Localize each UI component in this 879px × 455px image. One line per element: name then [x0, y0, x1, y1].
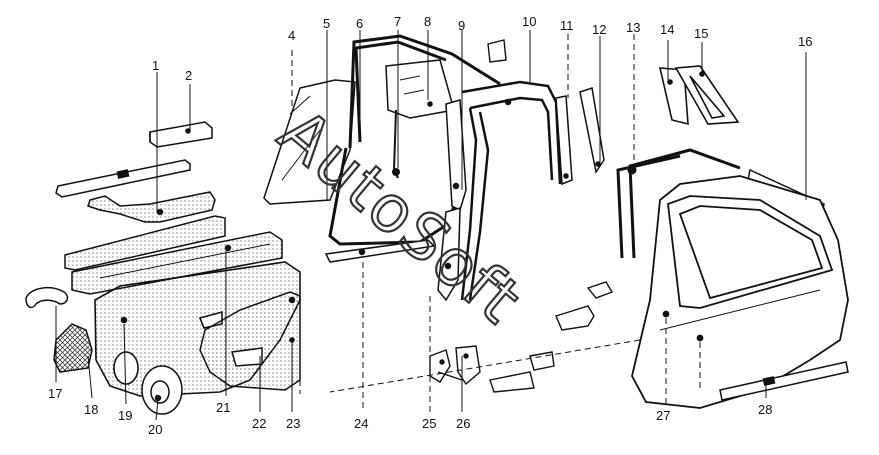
callout-10: 10 [522, 14, 536, 29]
callout-11: 11 [560, 18, 574, 33]
callout-6: 6 [356, 16, 363, 31]
speaker [141, 365, 183, 415]
watermark: AutoSoft [264, 94, 537, 340]
callout-27: 27 [656, 408, 670, 423]
lower-seal [437, 206, 461, 302]
callout-28: 28 [758, 402, 772, 417]
callout-19: 19 [118, 408, 132, 423]
callout-12: 12 [592, 22, 606, 37]
svg-text:AutoSoft: AutoSoft [265, 96, 535, 340]
callout-labels: 1 2 4 5 6 7 8 9 10 11 12 13 14 15 16 17 … [48, 14, 812, 437]
callout-23: 23 [286, 416, 300, 431]
door-lock-assembly [429, 345, 481, 386]
callout-14: 14 [660, 22, 674, 37]
inner-panel [199, 291, 301, 391]
armrest-cover [149, 121, 213, 148]
door-handle-parts [487, 39, 614, 393]
leader-lines [55, 30, 807, 421]
callout-24: 24 [354, 416, 368, 431]
callout-2: 2 [185, 68, 192, 83]
glass-channel [392, 109, 400, 179]
callout-4: 4 [288, 28, 295, 43]
armrest-bracket [87, 191, 216, 223]
callout-20: 20 [148, 422, 162, 437]
pillar-cap [555, 95, 573, 186]
callout-18: 18 [84, 402, 98, 417]
upper-trim-panel [64, 215, 283, 295]
callout-13: 13 [626, 20, 640, 35]
callout-5: 5 [323, 16, 330, 31]
vent-glass [385, 59, 455, 119]
callout-16: 16 [798, 34, 812, 49]
b-pillar-trim [445, 99, 467, 212]
callout-1: 1 [152, 58, 159, 73]
callout-21: 21 [216, 400, 230, 415]
rear-door-shell [631, 175, 849, 409]
grab-handle [25, 286, 69, 309]
callout-8: 8 [424, 14, 431, 29]
dashed-guide-lines [291, 34, 701, 412]
callout-7: 7 [394, 14, 401, 29]
rear-door-frame [460, 80, 562, 301]
callout-22: 22 [252, 416, 266, 431]
callout-9: 9 [458, 18, 465, 33]
callout-17: 17 [48, 386, 62, 401]
armrest-bar [55, 159, 191, 198]
quarter-glass [658, 65, 740, 126]
rear-door-seal [616, 148, 741, 259]
callout-15: 15 [694, 26, 708, 41]
callout-26: 26 [456, 416, 470, 431]
rear-pillar-trim [579, 87, 605, 174]
sill-strip [324, 239, 436, 263]
speaker-grille [53, 323, 93, 373]
callout-25: 25 [422, 416, 436, 431]
door-moulding [719, 361, 849, 401]
